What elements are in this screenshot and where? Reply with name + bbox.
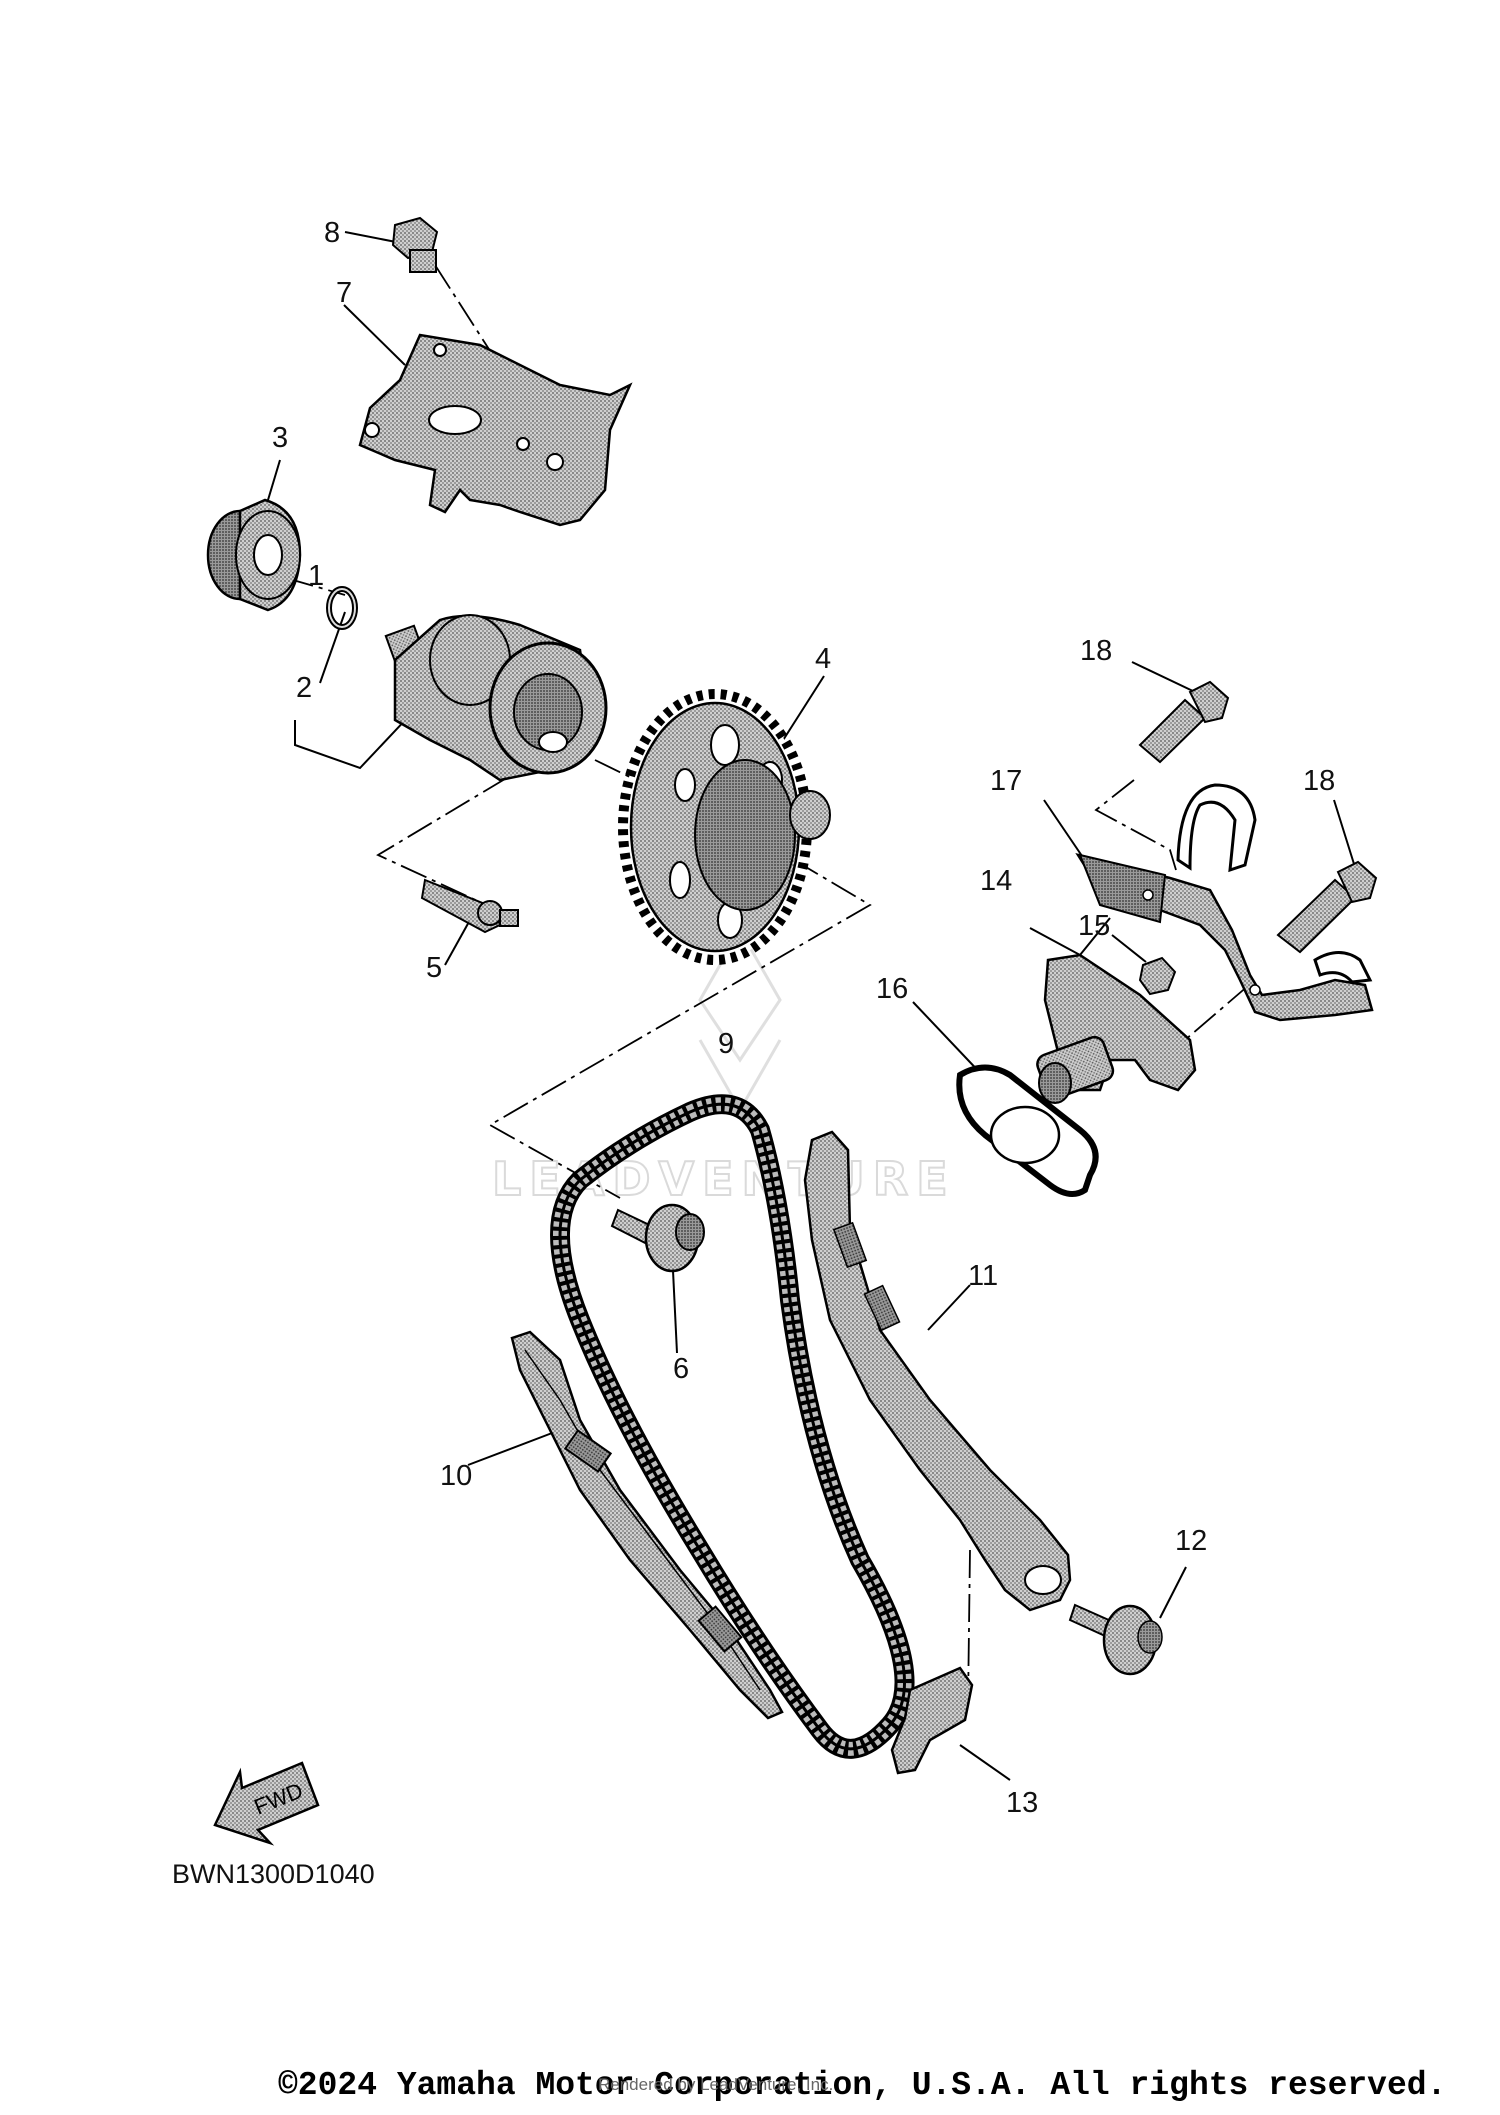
- callout-5: 5: [426, 952, 442, 984]
- part-13-stopper[interactable]: [890, 1666, 974, 1775]
- callout-14: 14: [980, 865, 1012, 897]
- part-12-pivot-bolt[interactable]: [1068, 1603, 1163, 1676]
- part-3-bearing[interactable]: [206, 498, 302, 612]
- callout-labels: 1 2 3 4 5 6 7 8 9 10 11 12 13 14 15 16 1…: [272, 217, 1335, 1819]
- part-10-guide[interactable]: [510, 1330, 784, 1720]
- callout-4: 4: [815, 643, 831, 675]
- callout-9: 9: [718, 1028, 734, 1060]
- callout-11: 11: [968, 1260, 998, 1292]
- callout-15: 15: [1078, 910, 1110, 942]
- fwd-arrow-icon: FWD: [213, 1761, 320, 1846]
- part-7-bracket[interactable]: [358, 333, 633, 527]
- callout-18b: 18: [1303, 765, 1335, 797]
- part-14-tensioner[interactable]: [1035, 953, 1197, 1104]
- part-8-bolt[interactable]: [391, 216, 439, 273]
- part-18-bolt-upper[interactable]: [1138, 680, 1230, 764]
- part-9-chain[interactable]: [550, 1094, 915, 1759]
- callout-2: 2: [296, 672, 312, 704]
- part-5-pin[interactable]: [420, 878, 519, 934]
- copyright-notice: ©2024 Yamaha Motor Corporation, U.S.A. A…: [278, 2067, 1447, 2104]
- callout-18a: 18: [1080, 635, 1112, 667]
- part-18-bolt-lower[interactable]: [1276, 860, 1378, 954]
- callout-7: 7: [336, 277, 352, 309]
- diagram-code: BWN1300D1040: [172, 1859, 375, 1889]
- part-6-bolt[interactable]: [610, 1203, 705, 1273]
- part-4-sprocket[interactable]: [618, 689, 831, 965]
- rendered-by-note: Rendered by LeadVenture, Inc.: [598, 2075, 834, 2094]
- part-15-cap[interactable]: [1138, 956, 1177, 996]
- callout-8: 8: [324, 217, 340, 249]
- callout-12: 12: [1175, 1525, 1207, 1557]
- part-17-guide-plate[interactable]: [1075, 783, 1374, 1022]
- callout-1: 1: [308, 560, 324, 592]
- callout-3: 3: [272, 422, 288, 454]
- part-11-tensioner-arm[interactable]: [803, 1130, 1072, 1612]
- callout-6: 6: [673, 1353, 689, 1385]
- callout-13: 13: [1006, 1787, 1038, 1819]
- part-16-gasket[interactable]: [956, 1064, 1099, 1197]
- callout-10: 10: [440, 1460, 472, 1492]
- part-2-circlip[interactable]: [326, 586, 358, 630]
- part-1-camshaft[interactable]: [384, 614, 608, 782]
- callout-17: 17: [990, 765, 1022, 797]
- callout-16: 16: [876, 973, 908, 1005]
